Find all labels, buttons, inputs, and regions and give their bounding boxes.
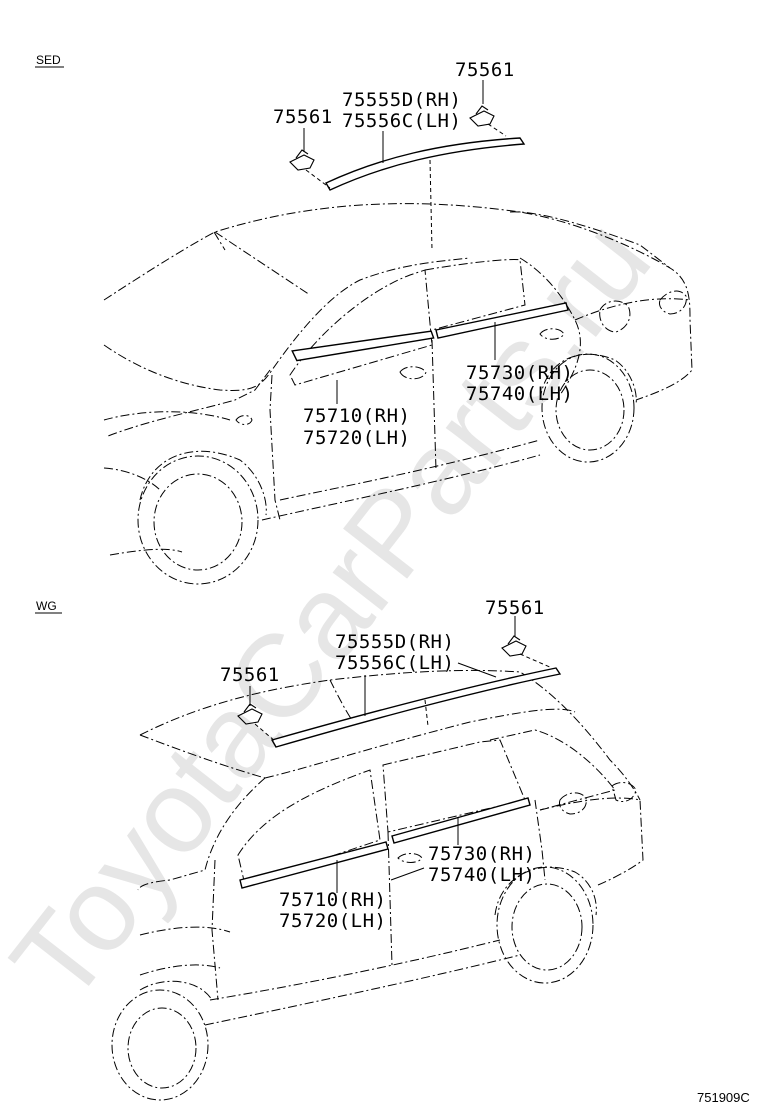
front-door-belt-molding — [291, 330, 435, 362]
label-front-rh: 75710(RH) — [303, 405, 410, 427]
label-clip-right: 75561 — [455, 59, 515, 81]
section-label-wg: WG — [36, 599, 57, 613]
roof-clip-right-part — [501, 635, 527, 657]
front-door-belt-molding — [239, 841, 389, 889]
label-clip-right: 75561 — [485, 597, 545, 619]
section-label-sed: SED — [36, 53, 61, 67]
sedan-parts — [289, 105, 569, 362]
label-roof-lh: 75556C(LH) — [335, 652, 454, 674]
rear-door-belt-molding — [435, 302, 569, 339]
wagon-section: WG — [35, 597, 644, 1101]
label-rear-rh: 75730(RH) — [428, 843, 535, 865]
roof-clip-left-part — [289, 149, 315, 171]
wagon-wheels — [111, 866, 597, 1101]
wagon-body-outline — [137, 669, 644, 1026]
label-clip-left: 75561 — [220, 664, 280, 686]
label-rear-lh: 75740(LH) — [428, 864, 535, 886]
rear-door-belt-molding — [391, 797, 531, 844]
label-roof-rh: 75555D(RH) — [342, 89, 461, 111]
label-roof-rh: 75555D(RH) — [335, 631, 454, 653]
label-clip-left: 75561 — [273, 106, 333, 128]
sedan-wheels — [137, 353, 637, 585]
sedan-body-outline — [103, 203, 693, 556]
label-rear-lh: 75740(LH) — [466, 383, 573, 405]
wagon-leaders — [249, 616, 553, 893]
label-roof-lh: 75556C(LH) — [342, 110, 461, 132]
wagon-parts — [237, 635, 562, 889]
roof-clip-right-part — [469, 105, 495, 127]
sedan-section: SED — [35, 53, 693, 585]
label-front-rh: 75710(RH) — [279, 889, 386, 911]
roof-molding — [325, 137, 526, 191]
diagram-code: 751909C — [697, 1090, 750, 1105]
roof-molding — [270, 667, 562, 748]
sedan-leaders — [303, 80, 507, 404]
label-front-lh: 75720(LH) — [303, 427, 410, 449]
label-front-lh: 75720(LH) — [279, 910, 386, 932]
label-rear-rh: 75730(RH) — [466, 362, 573, 384]
